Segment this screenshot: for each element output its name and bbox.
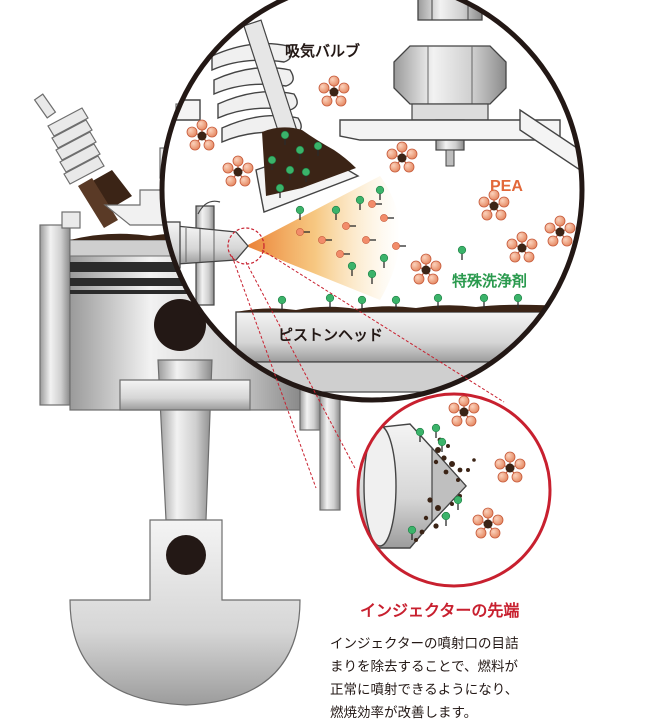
- caption-line-1: インジェクターの噴射口の目詰: [330, 636, 519, 651]
- caption-line-2: まりを除去することで、燃料が: [330, 659, 519, 674]
- caption-line-3: 正常に噴射できるようになり、: [330, 682, 519, 697]
- intake-valve-label: 吸気バルブ: [285, 43, 361, 60]
- caption-body: インジェクターの噴射口の目詰 まりを除去することで、燃料が 正常に噴射できるよう…: [330, 632, 660, 724]
- pea-label: PEA: [490, 178, 523, 195]
- caption-title: インジェクターの先端: [360, 603, 520, 620]
- piston-head-label: ピストンヘッド: [278, 327, 384, 344]
- special-detergent-label: 特殊洗浄剤: [452, 273, 528, 290]
- caption-line-4: 燃焼効率が改善します。: [330, 705, 478, 720]
